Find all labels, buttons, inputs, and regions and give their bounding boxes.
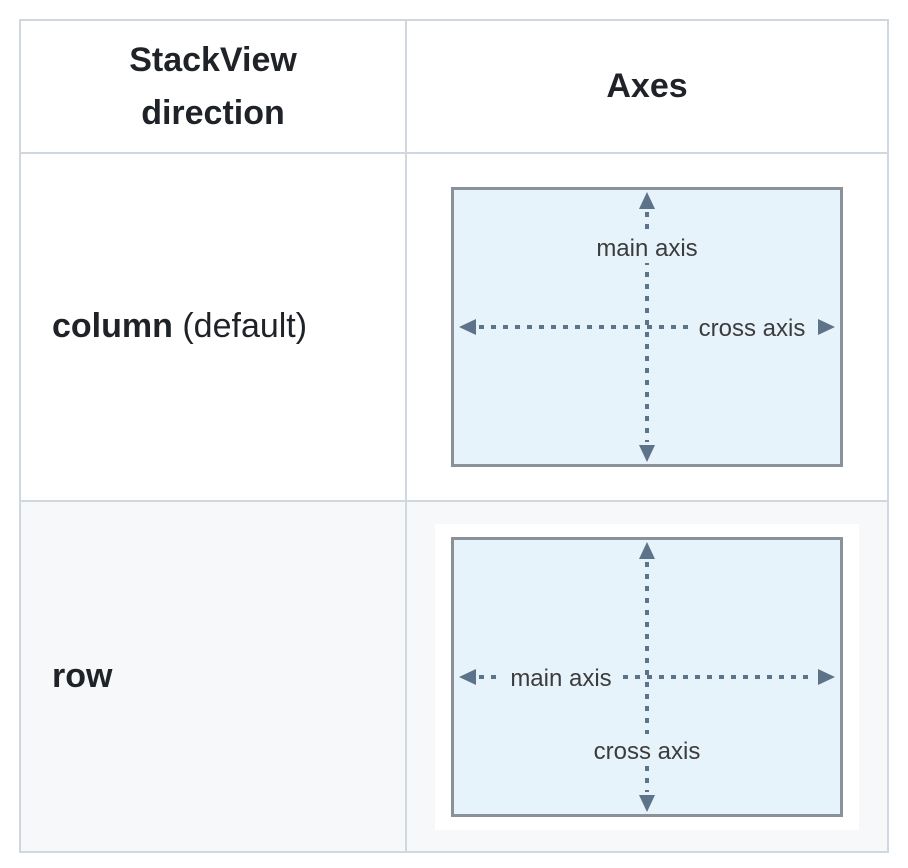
row-column-label-cell: column (default) [21, 154, 407, 502]
arrow-right-icon [818, 668, 835, 685]
arrow-down-icon [639, 445, 655, 462]
row-axes-diagram: main axis cross axis [451, 536, 843, 817]
direction-value-column-rest: (default) [172, 307, 308, 346]
arrow-down-icon [639, 794, 655, 812]
cross-axis-label: cross axis [594, 738, 701, 765]
direction-value-row-bold: row [52, 656, 113, 695]
header-label-axes: Axes [606, 67, 688, 106]
direction-value-row: row [52, 653, 112, 701]
column-axes-diagram: main axis cross axis [451, 187, 843, 467]
header-label-direction: StackView direction [129, 40, 297, 132]
main-axis-label-bg [589, 231, 705, 263]
cross-axis-label-bg [589, 733, 705, 766]
arrow-up-icon [639, 541, 655, 559]
row-axes-image: main axis cross axis [435, 523, 859, 830]
cross-axis-label: cross axis [699, 315, 806, 342]
direction-value-column-bold: column [52, 307, 173, 346]
arrow-up-icon [639, 192, 655, 209]
column-axes-image: main axis cross axis [435, 174, 859, 480]
arrow-left-icon [459, 668, 476, 685]
header-cell-axes: Axes [407, 21, 887, 154]
main-axis-label: main axis [596, 235, 697, 262]
arrow-right-icon [818, 319, 835, 335]
row-row-diagram-cell: main axis cross axis [407, 502, 887, 851]
cross-axis-label-bg [694, 311, 810, 343]
row-row-label-cell: row [21, 502, 407, 851]
stackview-direction-table: StackView direction Axes column (default… [19, 19, 889, 853]
direction-value-column: column (default) [52, 303, 307, 351]
main-axis-label-bg [503, 660, 619, 693]
header-cell-direction: StackView direction [21, 21, 407, 154]
main-axis-label: main axis [510, 665, 611, 692]
row-column-diagram-cell: main axis cross axis [407, 154, 887, 502]
arrow-left-icon [459, 319, 476, 335]
